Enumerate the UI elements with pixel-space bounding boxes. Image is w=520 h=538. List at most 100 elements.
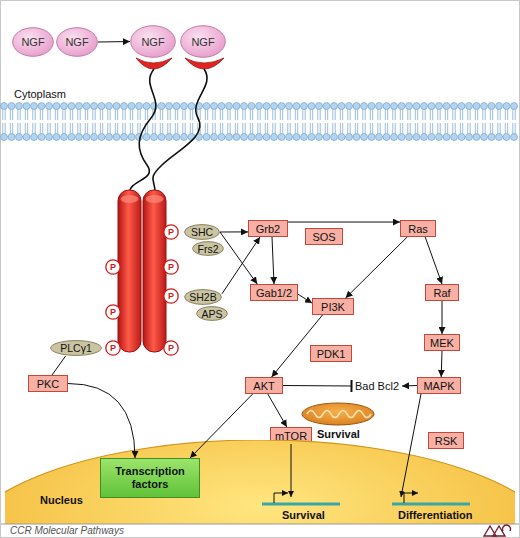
lipid-tail <box>500 123 501 134</box>
lipid-tail <box>492 123 493 134</box>
lipid-head <box>428 103 435 110</box>
lipid-tail <box>130 123 131 134</box>
lipid-tail <box>287 109 288 120</box>
lipid-tail <box>212 109 213 120</box>
protein-box: AKT <box>245 377 283 394</box>
lipid-head <box>53 103 60 110</box>
lipid-head <box>166 103 173 110</box>
lipid-head <box>23 134 30 141</box>
lipid-tail <box>65 123 66 134</box>
node-label: NGF <box>65 36 88 48</box>
lipid-tail <box>310 109 311 120</box>
lipid-tail <box>185 109 186 120</box>
node-label: Grb2 <box>256 223 280 235</box>
lipid-head <box>436 134 443 141</box>
phospho-circle: P <box>105 259 121 275</box>
lipid-tail <box>267 123 268 134</box>
lipid-head <box>128 134 135 141</box>
lipid-tail <box>470 109 471 120</box>
lipid-tail <box>85 123 86 134</box>
lipid-tail <box>392 123 393 134</box>
lipid-tail <box>245 109 246 120</box>
lipid-tail <box>132 123 133 134</box>
lipid-tail <box>47 123 48 134</box>
lipid-head <box>391 134 398 141</box>
phospho-circle: P <box>163 224 179 240</box>
promoter-arrow <box>274 493 288 503</box>
lipid-head <box>383 103 390 110</box>
lipid-tail <box>370 109 371 120</box>
lipid-tail <box>92 123 93 134</box>
lipid-tail <box>380 109 381 120</box>
lipid-head <box>473 134 480 141</box>
lipid-tail <box>10 109 11 120</box>
lipid-tail <box>347 109 348 120</box>
cylinder-highlight <box>146 195 164 203</box>
lipid-tail <box>87 123 88 134</box>
lipid-tail <box>215 109 216 120</box>
lipid-tail <box>205 123 206 134</box>
lipid-head <box>413 134 420 141</box>
lipid-head <box>286 103 293 110</box>
oval-shape <box>51 341 102 356</box>
lipid-tail <box>70 123 71 134</box>
lipid-head <box>128 103 135 110</box>
lipid-tail <box>297 123 298 134</box>
signal-arrow <box>52 356 66 375</box>
lipid-tail <box>170 123 171 134</box>
lipid-tail <box>507 123 508 134</box>
lipid-tail <box>80 123 81 134</box>
node-label: PLCγ1 <box>60 342 92 354</box>
lipid-tail <box>460 123 461 134</box>
lipid-head <box>338 103 345 110</box>
lipid-tail <box>110 123 111 134</box>
lipid-head <box>308 134 315 141</box>
lipid-head <box>181 134 188 141</box>
lipid-tail <box>215 123 216 134</box>
lipid-head <box>61 103 68 110</box>
lipid-head <box>256 103 263 110</box>
lipid-tail <box>467 109 468 120</box>
signal-arrow <box>190 394 253 458</box>
lipid-tail <box>332 123 333 134</box>
phospho-shape <box>164 341 178 355</box>
lipid-tail <box>25 123 26 134</box>
lipid-tail <box>475 109 476 120</box>
signal-arrow <box>441 351 443 377</box>
lipid-head <box>38 134 45 141</box>
lipid-tail <box>320 109 321 120</box>
lipid-tail <box>440 123 441 134</box>
lipid-head <box>218 103 225 110</box>
lipid-head <box>203 103 210 110</box>
lipid-head <box>106 134 113 141</box>
promoter-arrow <box>404 493 418 503</box>
lipid-head <box>91 103 98 110</box>
lipid-head <box>406 103 413 110</box>
lipid-head <box>113 134 120 141</box>
lipid-tail <box>242 123 243 134</box>
protein-box: Raf <box>425 284 459 301</box>
node-label: NGF <box>191 36 214 48</box>
lipid-head <box>143 103 150 110</box>
node-label: SHC <box>191 226 213 238</box>
receptor-cylinder <box>118 190 141 352</box>
lipid-head <box>301 103 308 110</box>
lipid-head <box>203 134 210 141</box>
lipid-head <box>428 134 435 141</box>
lipid-tail <box>500 109 501 120</box>
lipid-head <box>61 134 68 141</box>
node-label: P <box>168 227 174 237</box>
lipid-tail <box>432 109 433 120</box>
lipid-tail <box>305 123 306 134</box>
lipid-tail <box>35 109 36 120</box>
lipid-tail <box>302 109 303 120</box>
lipid-tail <box>335 109 336 120</box>
lipid-head <box>458 103 465 110</box>
lipid-tail <box>325 123 326 134</box>
phospho-circle: P <box>163 288 179 304</box>
lipid-tail <box>282 123 283 134</box>
lipid-tail <box>312 109 313 120</box>
node-label: Survival <box>282 509 325 521</box>
